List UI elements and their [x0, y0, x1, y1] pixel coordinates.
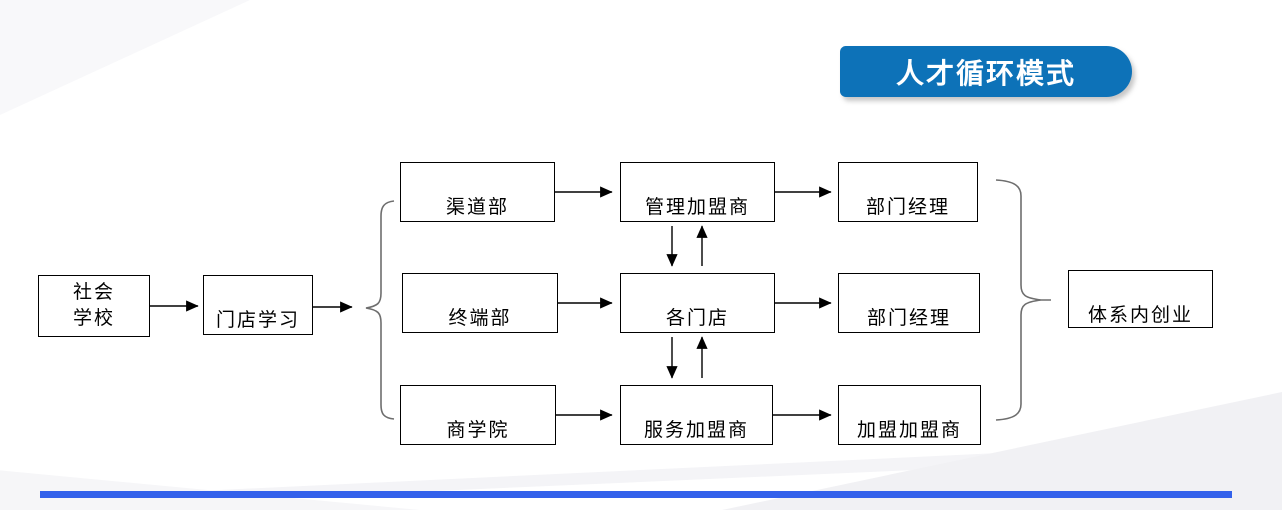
- node-channel-dept: 渠道部: [400, 162, 555, 222]
- footer-accent-line: [40, 491, 1232, 498]
- node-internal-startup: 体系内创业: [1068, 270, 1213, 328]
- node-label: 门店学习: [215, 310, 300, 331]
- node-label: 管理加盟商: [644, 197, 750, 218]
- node-label: 部门经理: [865, 197, 950, 218]
- merge-brace: [995, 179, 1051, 421]
- branch-brace: [365, 200, 395, 420]
- node-label: 体系内创业: [1087, 305, 1193, 326]
- node-dept-manager-top: 部门经理: [838, 162, 978, 222]
- node-manage-franchisee: 管理加盟商: [620, 162, 775, 222]
- node-label: 终端部: [448, 308, 512, 329]
- node-business-school: 商学院: [400, 385, 556, 445]
- node-label: 渠道部: [445, 197, 509, 218]
- node-social-school: 社会 学校: [38, 275, 150, 337]
- node-label: 商学院: [446, 420, 510, 441]
- node-label: 社会 学校: [72, 282, 115, 329]
- node-stores: 各门店: [620, 273, 775, 333]
- node-dept-manager-mid: 部门经理: [838, 273, 980, 333]
- node-label: 部门经理: [866, 308, 951, 329]
- node-label: 加盟加盟商: [856, 420, 962, 441]
- node-label: 服务加盟商: [643, 420, 749, 441]
- node-join-franchisee: 加盟加盟商: [838, 385, 981, 445]
- node-terminal-dept: 终端部: [402, 273, 558, 333]
- title-banner: 人才循环模式: [840, 46, 1132, 97]
- node-label: 各门店: [665, 308, 729, 329]
- node-service-franchisee: 服务加盟商: [620, 385, 773, 445]
- page-title: 人才循环模式: [895, 57, 1076, 89]
- node-store-learning: 门店学习: [203, 275, 313, 335]
